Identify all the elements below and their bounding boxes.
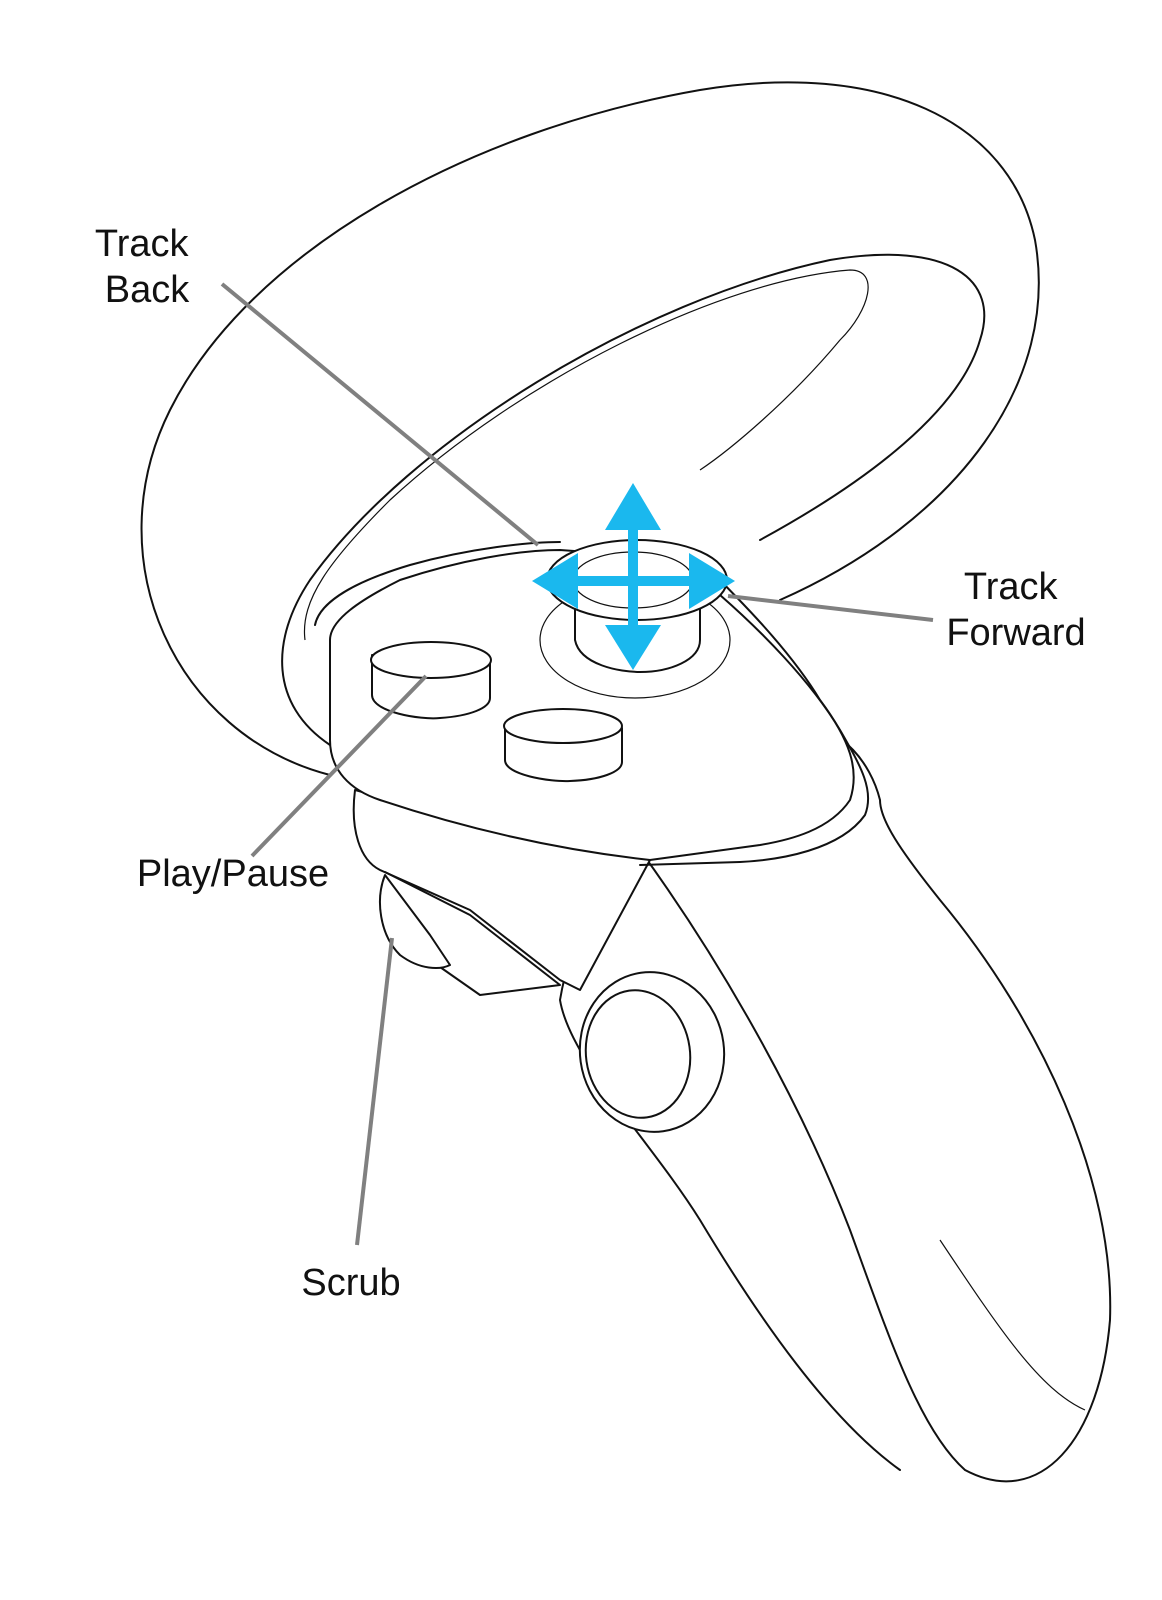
arrow-right-icon <box>689 553 735 609</box>
underside-housing <box>352 789 651 991</box>
arrow-down-icon <box>605 625 661 670</box>
tracking-ring-outer <box>140 81 1040 776</box>
scrub-trigger[interactable] <box>379 874 451 969</box>
label-scrub: Scrub <box>301 1262 400 1304</box>
direction-arrows <box>532 483 735 670</box>
label-track-back-line1: Track <box>95 223 190 265</box>
leader-scrub <box>355 937 394 1246</box>
tracking-ring-inner-lip <box>303 269 869 641</box>
label-track-forward-line1: Track <box>964 566 1059 608</box>
leader-track-forward <box>727 594 934 622</box>
label-track-forward: Track Forward <box>946 566 1085 654</box>
face-plate-rim <box>314 541 870 866</box>
grip-lower-seam <box>939 1239 1086 1411</box>
tracking-ring-inner <box>281 253 986 746</box>
label-play-pause: Play/Pause <box>137 853 329 895</box>
leader-play-pause <box>250 674 428 858</box>
label-track-forward-line2: Forward <box>946 612 1085 654</box>
label-track-back: Track Back <box>95 223 199 311</box>
play-pause-button[interactable] <box>370 641 492 720</box>
secondary-face-button[interactable] <box>503 708 623 783</box>
arrow-left-icon <box>532 553 578 609</box>
grip-menu-button[interactable] <box>570 963 735 1141</box>
leader-track-back <box>220 282 540 547</box>
arrow-up-icon <box>605 483 661 530</box>
label-track-back-line2: Back <box>105 269 190 311</box>
face-plate <box>329 549 855 861</box>
controller-grip[interactable] <box>639 729 1112 1483</box>
housing-edge <box>384 871 561 996</box>
